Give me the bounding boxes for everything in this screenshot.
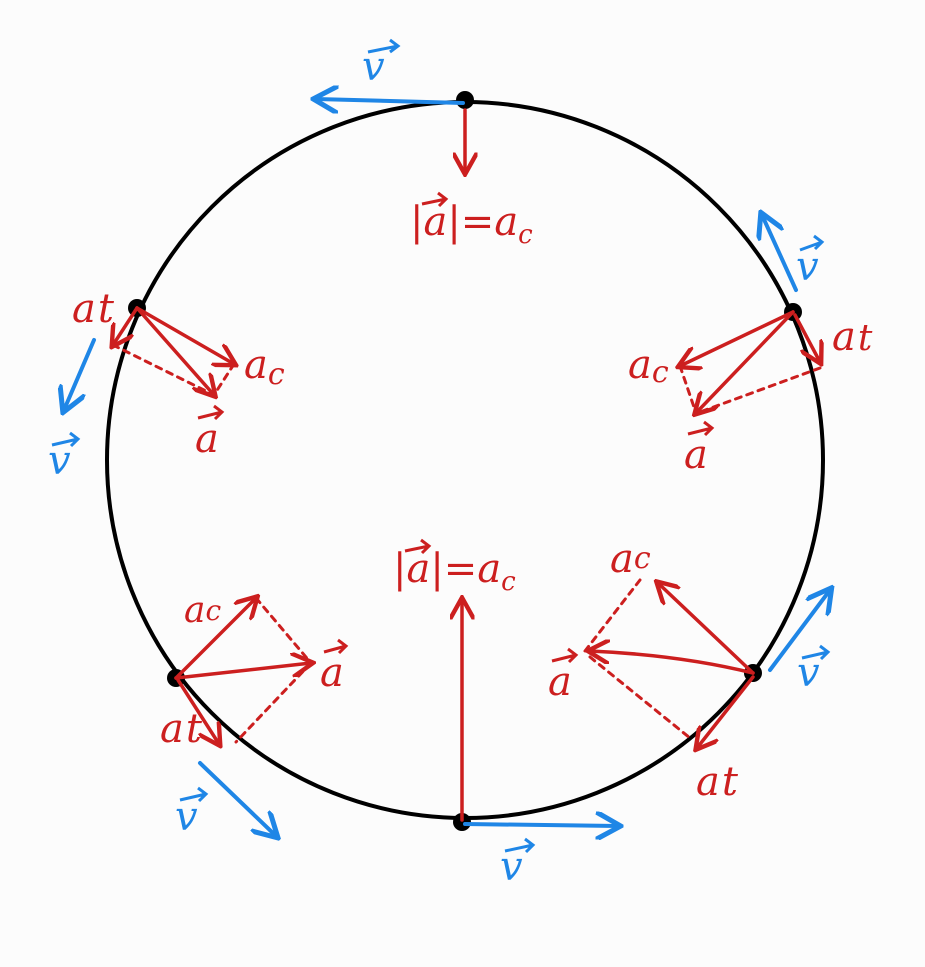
velocity-vector-mark-upper-right	[799, 234, 825, 252]
net-acceleration-label-upper-right: a	[684, 432, 708, 478]
velocity-vector-mark-bottom	[504, 837, 536, 854]
centripetal-label-lower-right: ac	[610, 536, 651, 582]
tangential-label-upper-right: at	[832, 314, 873, 360]
vector-mark-magnitude-top	[421, 191, 449, 208]
guide-lower-right-1	[583, 578, 642, 653]
position-dot-bottom	[453, 813, 471, 831]
net-acceleration-arrow-upper-left	[135, 306, 214, 395]
guide-upper-right-2	[698, 366, 822, 414]
centripetal-arrow-lower-right	[658, 583, 755, 675]
vector-mark-lower-left	[323, 638, 349, 655]
guide-lower-left-2	[234, 661, 313, 744]
velocity-label-lower-left: v	[175, 794, 198, 840]
magnitude-label-bottom: |a|=ac	[393, 546, 516, 597]
velocity-arrow-upper-left	[64, 338, 96, 410]
centripetal-label-upper-right: ac	[628, 342, 669, 390]
guide-upper-left-2	[212, 362, 236, 397]
velocity-arrow-lower-right	[768, 590, 830, 672]
velocity-label-upper-left: v	[48, 438, 71, 484]
vector-mark-upper-left	[197, 404, 225, 421]
tangential-label-upper-left: at	[72, 286, 115, 332]
acceleration-labels: |a|=ac |a|=ac at ac a ac at a ac a at ac…	[72, 191, 873, 805]
vector-mark-magnitude-bottom	[404, 538, 432, 555]
position-dot-top	[456, 91, 474, 109]
velocity-arrow-upper-right	[762, 215, 798, 292]
centripetal-label-upper-left: ac	[244, 342, 285, 392]
centripetal-arrow-lower-left	[174, 598, 256, 680]
net-acceleration-arrow-lower-left	[174, 663, 311, 680]
guide-lower-right-2	[588, 655, 692, 740]
magnitude-label-top: |a|=ac	[410, 199, 533, 250]
centripetal-arrow-upper-left	[135, 306, 234, 364]
velocity-vector-mark-upper-left	[51, 431, 81, 448]
component-guides	[111, 343, 822, 744]
velocity-labels: v v v v v v	[48, 38, 831, 890]
vector-mark-upper-right	[687, 420, 715, 437]
velocity-label-lower-right: v	[797, 650, 820, 696]
tangential-arrow-lower-right	[697, 675, 755, 748]
tangential-arrow-lower-left	[176, 678, 219, 744]
velocity-arrow-lower-left	[198, 761, 276, 836]
velocity-vector-mark-lower-right	[801, 644, 831, 661]
guide-upper-left-1	[111, 343, 216, 397]
centripetal-arrow-upper-right	[680, 310, 795, 366]
velocity-label-bottom: v	[500, 844, 523, 890]
acceleration-vectors	[113, 108, 820, 822]
velocity-vector-mark-top	[367, 38, 401, 54]
net-acceleration-label-upper-left: a	[195, 416, 219, 462]
velocity-label-top: v	[362, 44, 385, 90]
velocity-vectors	[64, 99, 830, 836]
vector-mark-lower-right	[551, 647, 579, 664]
net-acceleration-label-lower-right: a	[548, 659, 572, 705]
tangential-arrow-upper-left	[113, 306, 139, 345]
guide-lower-left-1	[254, 596, 313, 665]
velocity-label-upper-right: v	[796, 244, 819, 290]
velocity-vector-mark-lower-left	[179, 786, 209, 803]
velocity-arrow-bottom	[463, 824, 618, 826]
net-acceleration-arrow-upper-right	[696, 310, 795, 413]
velocity-arrow-top	[316, 99, 465, 103]
net-acceleration-arrow-lower-right	[590, 651, 755, 675]
net-acceleration-label-lower-left: a	[320, 650, 344, 696]
guide-upper-right-1	[678, 364, 698, 415]
tangential-arrow-upper-right	[793, 313, 820, 362]
centripetal-label-lower-left: ac	[184, 590, 221, 631]
tangential-label-lower-right: at	[696, 759, 739, 805]
tangential-label-lower-left: at	[160, 706, 203, 752]
